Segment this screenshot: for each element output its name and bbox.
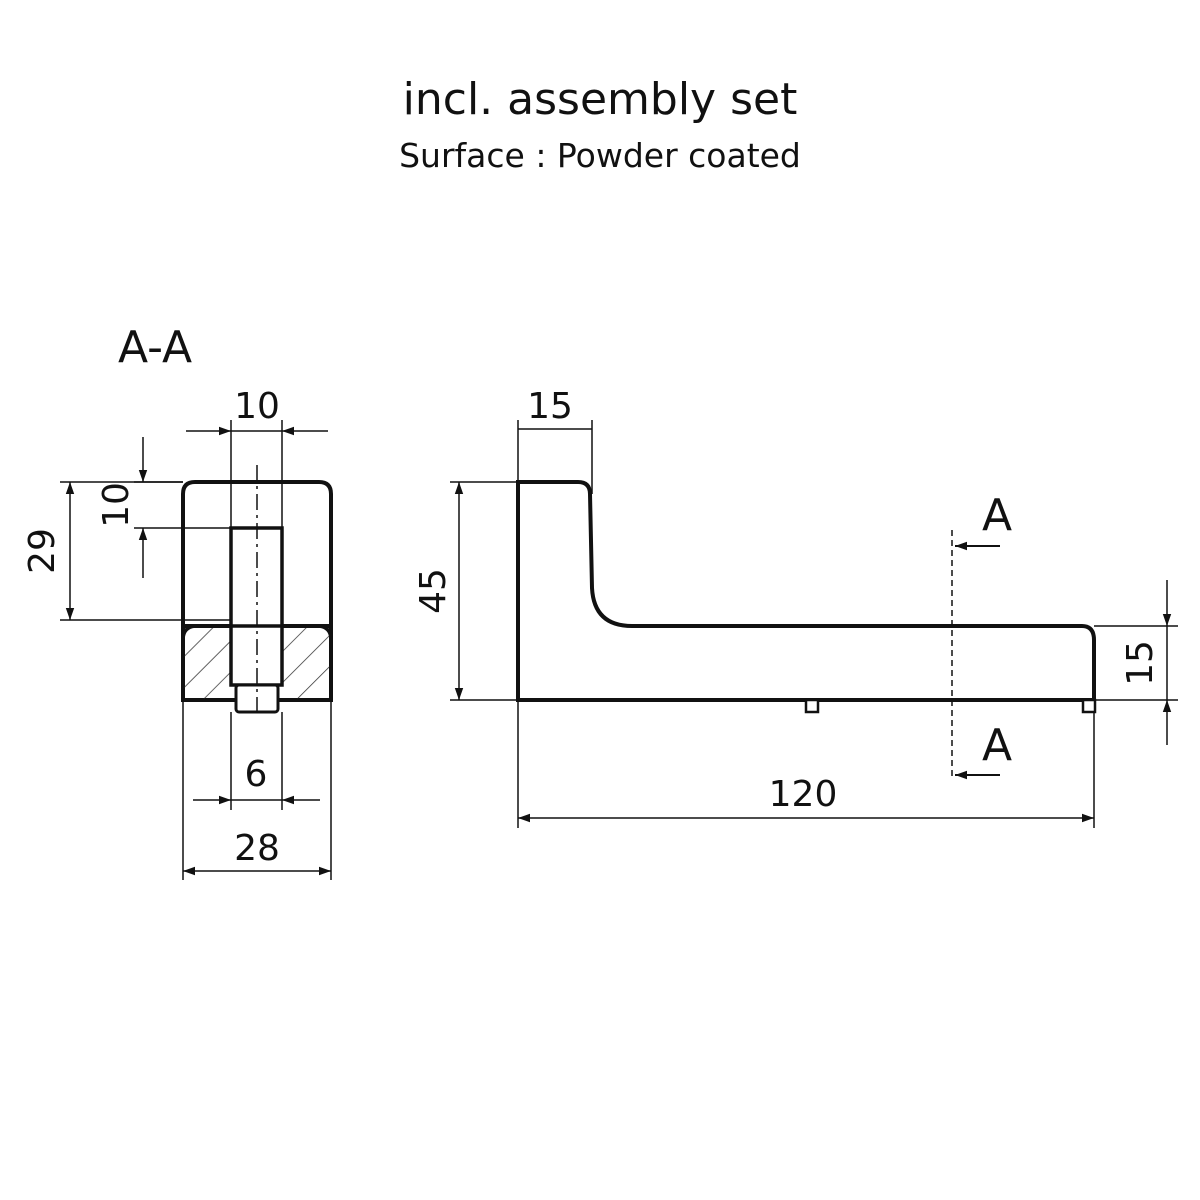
- side-pin-2: [1081, 698, 1097, 714]
- section-marker-top: A: [982, 490, 1012, 541]
- section-marker-bottom: A: [982, 720, 1012, 771]
- section-body-outline: [181, 480, 333, 702]
- drawing-title: incl. assembly set: [402, 74, 798, 125]
- drawing-subtitle: Surface : Powder coated: [399, 136, 801, 175]
- dim-height: 29: [22, 528, 63, 574]
- side-pin-1: [804, 698, 820, 714]
- dim-arm-height: 15: [1120, 640, 1161, 686]
- dim-post-width: 15: [527, 386, 573, 427]
- dim-pin-width: 6: [245, 754, 268, 795]
- side-profile-outline: [516, 480, 1096, 702]
- section-label: A-A: [118, 322, 192, 373]
- dim-total-height: 45: [413, 568, 454, 614]
- dim-top-width: 10: [234, 386, 280, 427]
- side-view: A A 15 45 15 120: [413, 386, 1178, 828]
- dim-insert-depth: 10: [96, 482, 137, 528]
- dim-base-width: 28: [234, 828, 280, 869]
- dim-total-length: 120: [769, 774, 838, 815]
- section-view-a-a: A-A 10 10 29: [22, 322, 333, 880]
